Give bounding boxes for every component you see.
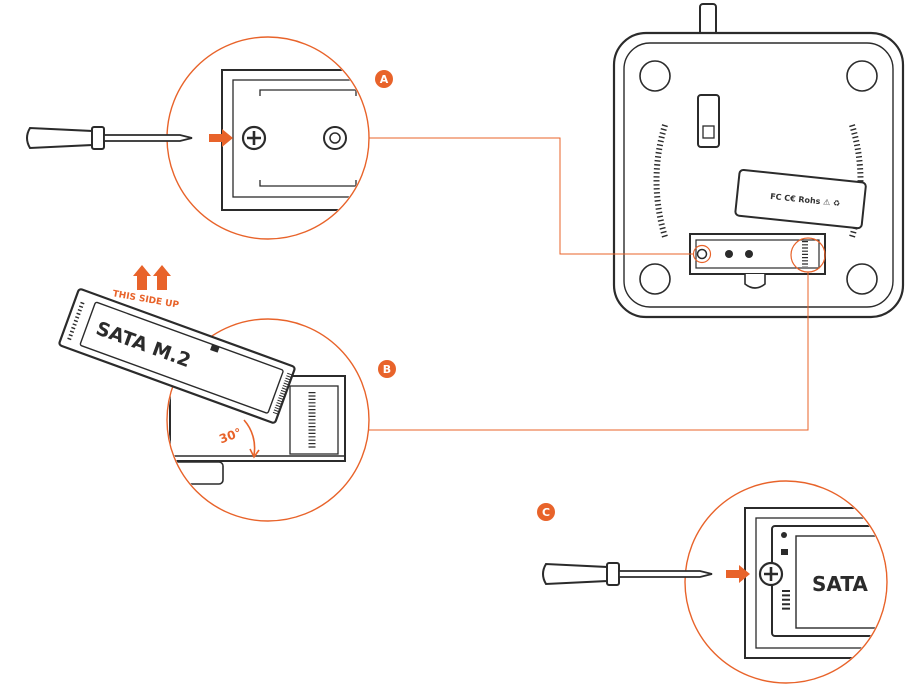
screwdriver-icon — [26, 126, 193, 150]
bay-frame-inner — [232, 79, 368, 198]
standoff — [725, 250, 733, 258]
callout-line-a — [366, 137, 693, 255]
step-badge-c — [537, 503, 555, 521]
callout-lines — [366, 137, 809, 431]
rubber-foot — [846, 60, 878, 92]
rubber-foot — [639, 263, 671, 295]
step-badge-a — [375, 70, 393, 88]
enclosure-inner — [623, 42, 894, 308]
arrow-right-icon — [726, 565, 750, 583]
arrow-up-icon — [133, 265, 151, 290]
bay-latch — [744, 274, 766, 289]
antenna-base — [697, 94, 720, 148]
standoff — [745, 250, 753, 258]
step-label-b: B — [383, 363, 391, 376]
rubber-foot — [846, 263, 878, 295]
angle-arc — [243, 419, 256, 456]
arrow-right-icon — [209, 129, 233, 147]
highlight-screw — [692, 244, 712, 264]
detail-c: SATA C — [537, 480, 888, 684]
step-badge-b — [378, 360, 396, 378]
screw-icon — [758, 561, 784, 587]
rubber-foot — [639, 60, 671, 92]
bay-screw-icon — [696, 248, 708, 260]
screwdriver-icon — [542, 562, 713, 586]
callout-line-b — [369, 272, 809, 431]
standoff-icon — [323, 126, 347, 150]
drive-label-c: SATA — [812, 572, 868, 596]
step-label-a: A — [380, 73, 389, 86]
drive-chip-outline — [79, 301, 284, 414]
regulatory-label-plate: FC C€ Rohs ⚠ ♻ — [734, 168, 867, 230]
vent-left — [653, 124, 668, 238]
screw-icon — [241, 125, 267, 151]
antenna-hinge — [702, 125, 715, 139]
step-label-c: C — [542, 506, 550, 519]
arrow-up-icon — [153, 265, 171, 290]
detail-a: A — [26, 36, 393, 240]
m2-bay-inner — [695, 239, 820, 269]
enclosure-bottom-view: FC C€ Rohs ⚠ ♻ — [612, 3, 905, 319]
drive-pcb — [58, 288, 296, 424]
drive-gold-fingers — [272, 372, 293, 416]
m2-drive: SATA M.2 — [58, 288, 296, 424]
